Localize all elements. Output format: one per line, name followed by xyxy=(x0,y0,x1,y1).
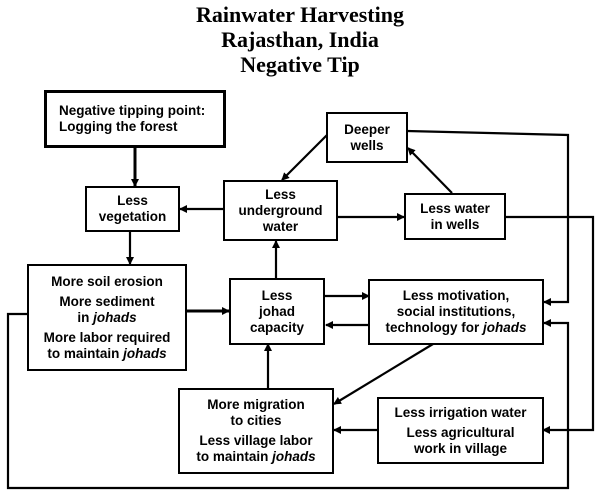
node-erosion-line-1: More soil erosion xyxy=(51,273,163,289)
node-erosion-line-3b: to maintain johads xyxy=(47,346,166,362)
node-deeper-wells-line-1: Deeper xyxy=(344,121,390,137)
node-wells-line-2: in wells xyxy=(430,216,480,232)
node-motivation-line-3-text: technology for xyxy=(385,320,483,335)
node-erosion-line-2a: More sediment xyxy=(59,293,155,309)
title-line-2: Rajasthan, India xyxy=(221,27,379,52)
node-soil-erosion: More soil erosion More sediment in johad… xyxy=(27,264,187,371)
node-erosion-line-3a: More labor required xyxy=(43,329,171,345)
node-less-vegetation-line-1: Less xyxy=(117,193,148,208)
node-migration-line-2: to cities xyxy=(230,413,282,428)
node-migration-line-3: Less village labor xyxy=(199,433,313,448)
node-motivation-line-2: social institutions, xyxy=(396,304,516,319)
node-migration-line-4-em: johads xyxy=(272,449,316,464)
arrow-deeper-to-motivation xyxy=(406,129,570,306)
node-tipping-point-line-1: Negative tipping point: xyxy=(59,103,206,118)
node-tipping-point: Negative tipping point: Logging the fore… xyxy=(44,90,226,148)
node-deeper-wells: Deeper wells xyxy=(326,112,408,163)
node-irrigation-line-3: work in village xyxy=(413,440,508,456)
node-wells-line-1: Less water xyxy=(420,200,490,216)
diagram-title: Rainwater Harvesting Rajasthan, India Ne… xyxy=(0,2,600,77)
node-tipping-point-line-2: Logging the forest xyxy=(59,119,178,134)
node-erosion-line-3b-em: johads xyxy=(123,345,167,361)
node-motivation-line-1: Less motivation, xyxy=(402,288,510,303)
node-less-vegetation: Less vegetation xyxy=(85,186,180,232)
node-less-vegetation-line-2: vegetation xyxy=(98,209,167,224)
node-motivation-line-3: technology for johads xyxy=(385,320,526,336)
node-irrigation: Less irrigation water Less agricultural … xyxy=(377,397,544,464)
node-migration: More migration to cities Less village la… xyxy=(178,388,334,474)
node-less-johad-capacity: Less johad capacity xyxy=(229,278,325,345)
node-irrigation-line-2: Less agricultural xyxy=(406,424,515,440)
arrow-wells-to-deeper xyxy=(407,147,453,194)
node-migration-line-1: More migration xyxy=(207,397,305,412)
arrow-motivation-to-migration xyxy=(333,343,434,405)
node-migration-line-4-text: to maintain xyxy=(196,449,273,464)
node-less-water-in-wells: Less water in wells xyxy=(404,193,506,240)
node-capacity-line-1: Less xyxy=(261,287,293,303)
node-erosion-line-2b-text: in xyxy=(77,309,94,325)
node-less-motivation: Less motivation, social institutions, te… xyxy=(368,279,544,345)
node-capacity-line-2: johad xyxy=(259,303,295,319)
node-erosion-line-2b: in johads xyxy=(77,310,136,326)
node-migration-line-4: to maintain johads xyxy=(196,449,315,465)
node-motivation-line-3-em: johads xyxy=(482,320,527,335)
title-line-3: Negative Tip xyxy=(240,52,360,77)
node-irrigation-line-1: Less irrigation water xyxy=(394,404,527,420)
node-capacity-line-3: capacity xyxy=(249,319,305,335)
node-underground-line-3: water xyxy=(262,218,299,234)
node-underground-line-2: underground xyxy=(238,202,323,218)
node-erosion-line-2b-em: johads xyxy=(93,309,137,325)
title-line-1: Rainwater Harvesting xyxy=(196,2,404,27)
arrow-deeper-to-underground xyxy=(281,134,328,181)
node-less-underground-water: Less underground water xyxy=(223,180,338,241)
arrow-erosion-to-motivation xyxy=(6,312,570,490)
node-underground-line-1: Less xyxy=(265,186,296,202)
node-erosion-line-3b-text: to maintain xyxy=(47,345,124,361)
node-deeper-wells-line-2: wells xyxy=(350,137,384,153)
